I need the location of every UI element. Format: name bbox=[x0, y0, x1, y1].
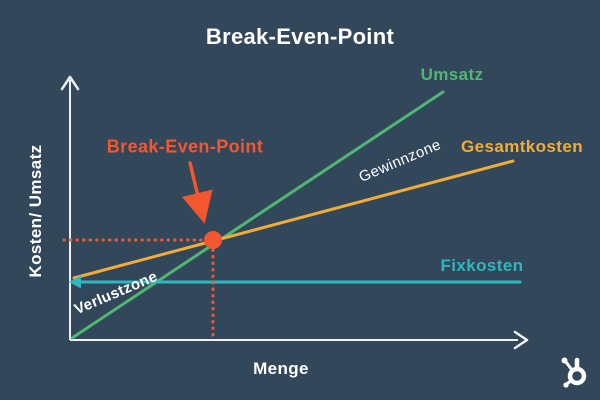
hubspot-logo-icon bbox=[561, 357, 587, 388]
x-axis-arrow-icon bbox=[513, 330, 529, 350]
sprocket-node-lower bbox=[563, 382, 569, 388]
fixed-costs-label: Fixkosten bbox=[440, 256, 524, 275]
break-even-label: Break-Even-Point bbox=[106, 136, 264, 157]
x-axis-label: Menge bbox=[253, 359, 309, 378]
break-even-annotation-arrow bbox=[181, 161, 213, 224]
total-costs-line bbox=[72, 159, 515, 280]
chart-title: Break-Even-Point bbox=[205, 24, 395, 49]
total-costs-label: Gesamtkosten bbox=[461, 137, 583, 156]
revenue-line bbox=[70, 90, 445, 340]
sprocket-spoke-lower bbox=[566, 378, 574, 385]
revenue-label: Umsatz bbox=[420, 65, 484, 84]
sprocket-spoke-upper bbox=[564, 360, 574, 372]
fixed-costs-left-arrow-icon bbox=[69, 275, 81, 289]
break-even-point-marker bbox=[204, 231, 222, 249]
y-axis-arrow-icon bbox=[60, 75, 80, 91]
y-axis-label: Kosten/ Umsatz bbox=[26, 144, 45, 278]
sprocket-node-upper bbox=[561, 357, 568, 364]
